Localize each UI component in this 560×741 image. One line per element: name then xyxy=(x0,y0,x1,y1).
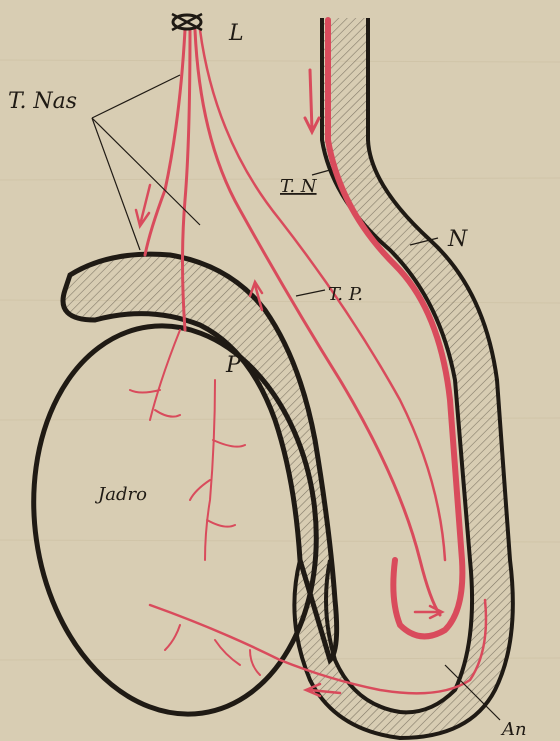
label-nasal-vessels: T. Nas xyxy=(8,89,77,114)
vessel-arrow-4 xyxy=(415,606,442,618)
vessel-arrow-1 xyxy=(305,70,319,132)
label-top-knot: L xyxy=(228,21,244,46)
label-n: N xyxy=(447,227,468,252)
vessel-trunk-left xyxy=(145,30,185,255)
label-bottom: An xyxy=(500,719,527,740)
label-jadro: Jadro xyxy=(94,484,147,505)
vessel-arrow-2 xyxy=(136,185,150,226)
label-tp: T. P. xyxy=(328,284,363,305)
vessel-bottom-branches xyxy=(165,625,260,675)
label-tn: T. N xyxy=(280,176,318,197)
top-knot xyxy=(172,14,202,30)
label-p: P xyxy=(225,353,242,378)
vessel-branch-2 xyxy=(190,380,245,560)
vessel-branch-1 xyxy=(130,330,180,420)
